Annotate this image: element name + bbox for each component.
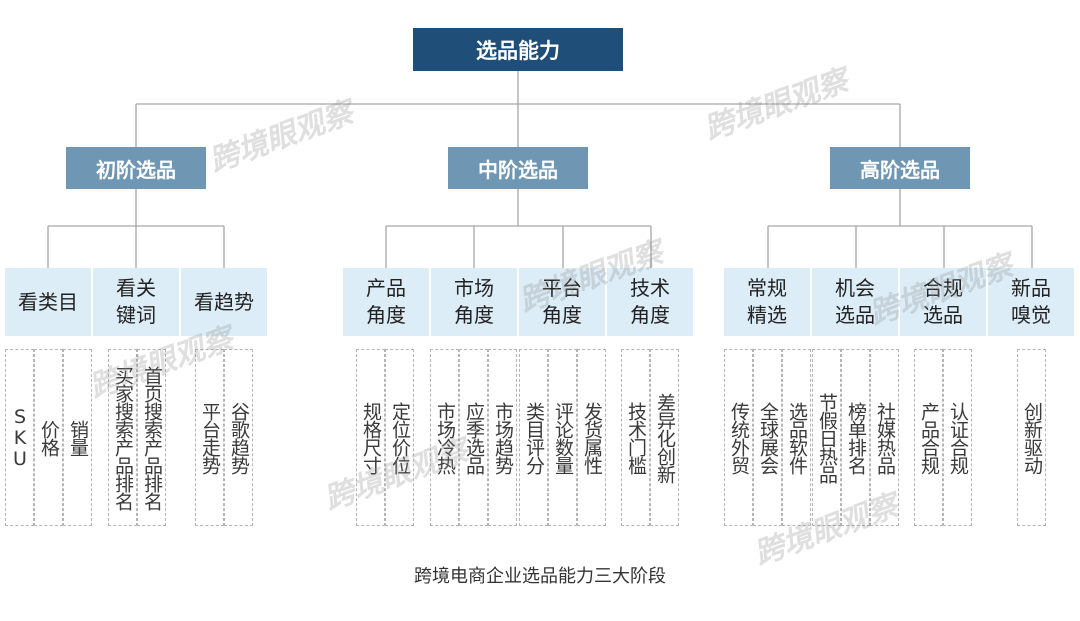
leaf-label: 传统外贸 (728, 401, 750, 474)
aspect-node: 平台 角度 (519, 268, 605, 336)
leaf-label: 市场趋势 (492, 401, 514, 474)
aspect-node: 新品 嗅觉 (988, 268, 1074, 336)
root-node: 选品能力 (413, 28, 623, 71)
leaf-node: 销量 (63, 349, 92, 526)
aspect-label: 平台 角度 (542, 276, 582, 327)
leaf-label: 全球展会 (757, 401, 779, 474)
leaf-label: 认证合规 (947, 401, 969, 474)
aspect-label: 看类目 (18, 289, 78, 314)
stage-node-beginner: 初阶选品 (66, 147, 206, 189)
leaf-node: 市场趋势 (488, 349, 517, 526)
stage-node-intermediate: 中阶选品 (448, 147, 588, 189)
leaf-label: 技术门槛 (625, 401, 647, 474)
leaf-label: 定位价位 (389, 401, 411, 474)
aspect-label: 机会 选品 (835, 276, 875, 327)
leaf-label: 差异化创新 (654, 392, 676, 483)
leaf-label: 评论数量 (552, 401, 574, 474)
leaf-label: 买家搜索产品排名 (112, 365, 134, 510)
aspect-node: 市场 角度 (431, 268, 517, 336)
leaf-label: SKU (9, 406, 31, 469)
aspect-node: 看关 键词 (93, 268, 179, 336)
leaf-node: 传统外贸 (724, 349, 753, 526)
leaf-node: 平台走势 (195, 349, 224, 526)
stage-node-advanced: 高阶选品 (830, 147, 970, 189)
leaf-node: 选品软件 (782, 349, 811, 526)
leaf-node: 类目评分 (519, 349, 548, 526)
leaf-node: 节假日热品 (812, 349, 841, 526)
aspect-label: 看关 键词 (116, 276, 156, 327)
leaf-node: 产品合规 (914, 349, 943, 526)
leaf-label: 创新驱动 (1021, 401, 1043, 474)
aspect-node: 产品 角度 (343, 268, 429, 336)
leaf-node: 认证合规 (943, 349, 972, 526)
aspect-node: 看趋势 (181, 268, 267, 336)
leaf-node: 定位价位 (385, 349, 414, 526)
aspect-node: 机会 选品 (812, 268, 898, 336)
leaf-label: 类目评分 (523, 401, 545, 474)
aspect-node: 常规 精选 (724, 268, 810, 336)
leaf-label: 市场冷热 (434, 401, 456, 474)
leaf-label: 规格尺寸 (360, 401, 382, 474)
leaf-label: 首页搜索产品排名 (141, 365, 163, 510)
leaf-node: 应季选品 (459, 349, 488, 526)
leaf-node: 市场冷热 (430, 349, 459, 526)
leaf-node: 谷歌趋势 (224, 349, 253, 526)
leaf-label: 应季选品 (463, 401, 485, 474)
aspect-label: 市场 角度 (454, 276, 494, 327)
leaf-label: 产品合规 (918, 401, 940, 474)
diagram-caption: 跨境电商企业选品能力三大阶段 (414, 566, 666, 587)
leaf-node: 买家搜索产品排名 (108, 349, 137, 526)
aspect-label: 技术 角度 (630, 276, 670, 327)
aspect-label: 常规 精选 (747, 276, 787, 327)
leaf-label: 谷歌趋势 (228, 401, 250, 474)
leaf-label: 平台走势 (199, 401, 221, 474)
leaf-node: SKU (5, 349, 34, 526)
aspect-label: 产品 角度 (366, 276, 406, 327)
leaf-node: 首页搜索产品排名 (137, 349, 166, 526)
leaf-node: 发货属性 (577, 349, 606, 526)
leaf-node: 评论数量 (548, 349, 577, 526)
aspect-label: 合规 选品 (923, 276, 963, 327)
leaf-node: 全球展会 (753, 349, 782, 526)
aspect-node: 合规 选品 (900, 268, 986, 336)
leaf-node: 技术门槛 (621, 349, 650, 526)
leaf-node: 规格尺寸 (356, 349, 385, 526)
leaf-node: 价格 (34, 349, 63, 526)
leaf-label: 社媒热品 (874, 401, 896, 474)
leaf-label: 销量 (67, 419, 89, 456)
leaf-label: 榜单排名 (845, 401, 867, 474)
leaf-node: 社媒热品 (870, 349, 899, 526)
leaf-node: 榜单排名 (841, 349, 870, 526)
aspect-node: 技术 角度 (607, 268, 693, 336)
leaf-node: 差异化创新 (650, 349, 679, 526)
aspect-label: 看趋势 (194, 289, 254, 314)
leaf-label: 发货属性 (581, 401, 603, 474)
leaf-node: 创新驱动 (1017, 349, 1046, 526)
aspect-node: 看类目 (5, 268, 91, 336)
leaf-label: 节假日热品 (816, 392, 838, 483)
aspect-label: 新品 嗅觉 (1011, 276, 1051, 327)
leaf-label: 价格 (38, 419, 60, 456)
leaf-label: 选品软件 (786, 401, 808, 474)
